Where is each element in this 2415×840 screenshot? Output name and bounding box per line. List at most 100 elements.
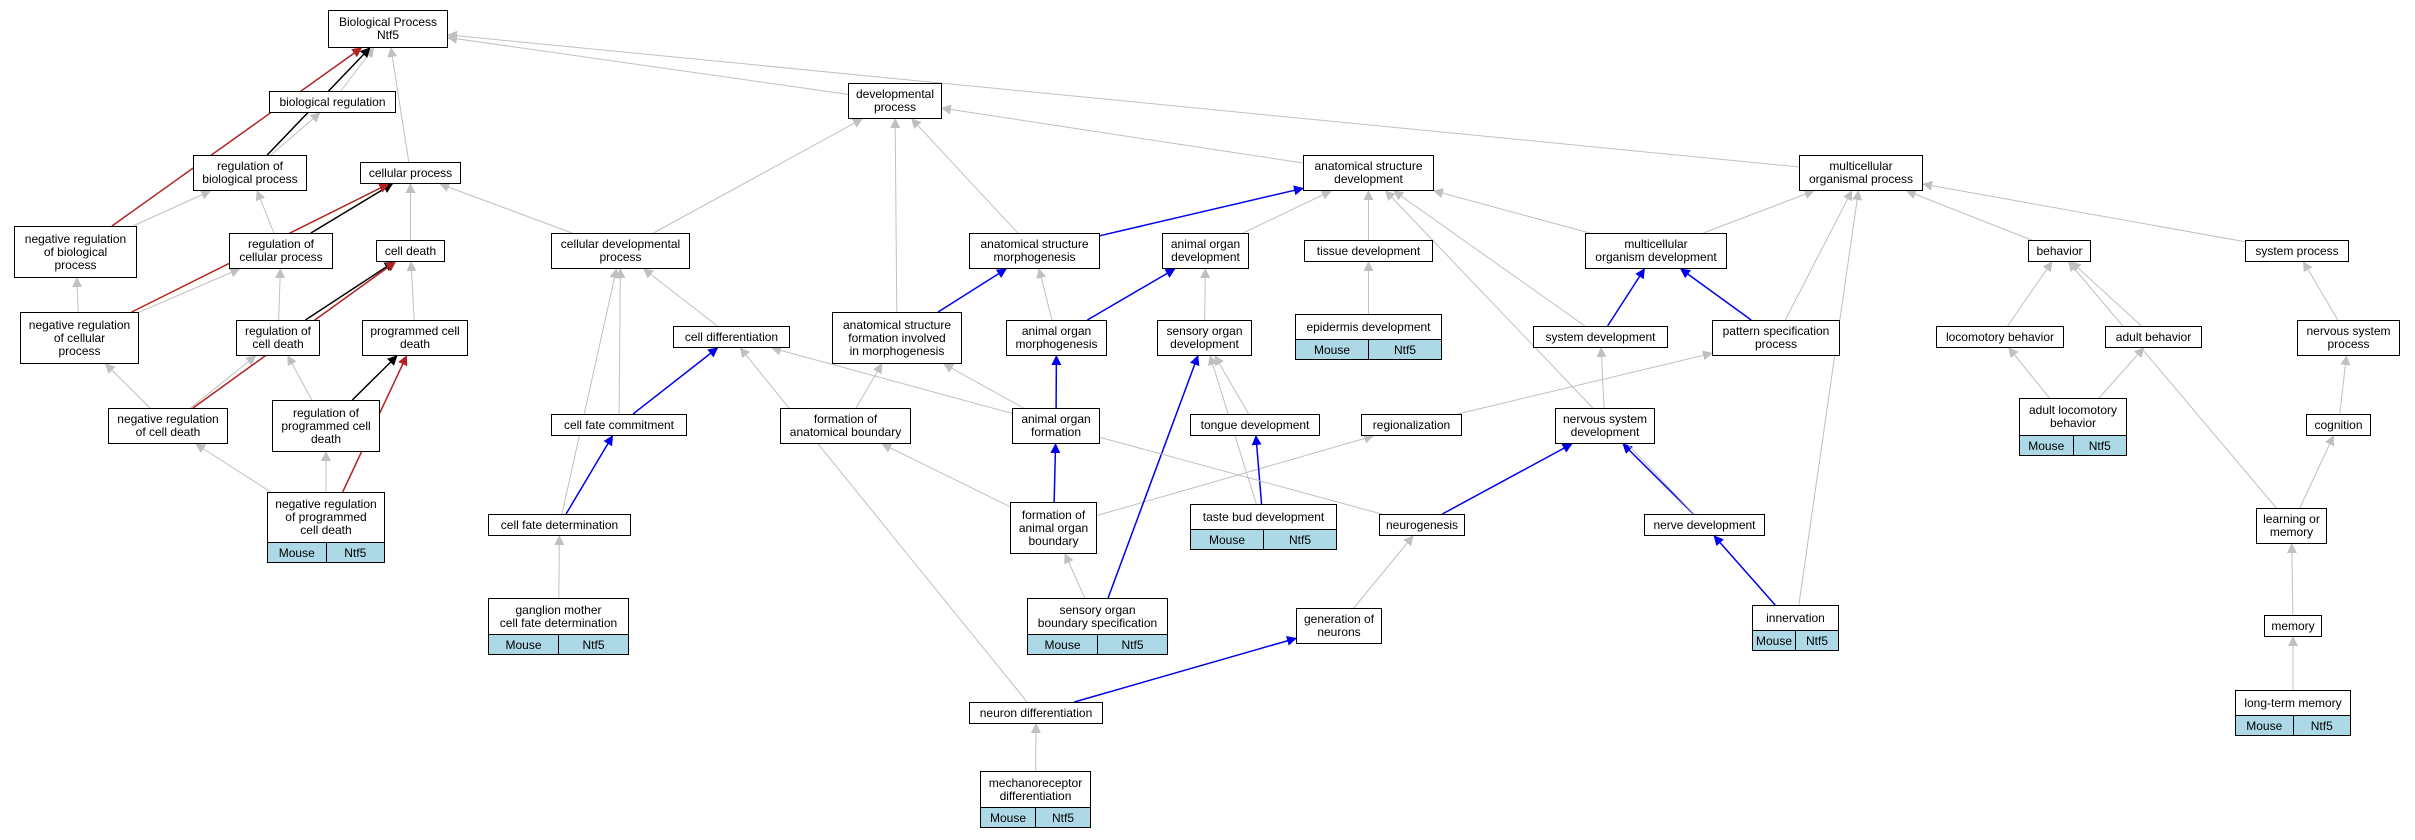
node-biological-regulation[interactable]: biological regulation	[269, 91, 396, 113]
node-regulation-of-cell-death[interactable]: regulation of cell death	[236, 320, 320, 356]
node-adult-behavior[interactable]: adult behavior	[2105, 326, 2202, 348]
edge-regcelldeath-to-regcell	[275, 268, 286, 321]
edge-regpcd-to-regcelldeath	[287, 355, 313, 401]
node-behavior[interactable]: behavior	[2028, 240, 2091, 262]
edge-negregbio-to-root	[111, 47, 363, 227]
edge-sysproc-to-multiproc	[1922, 180, 2246, 243]
edge-nsdev-to-sysdev	[1596, 347, 1607, 409]
edge-ganglion-to-cellfatedet	[554, 535, 565, 599]
node-memory[interactable]: memory	[2264, 615, 2322, 637]
node-learning-or-memory[interactable]: learning or memory	[2256, 508, 2327, 544]
edge-aomorph-to-aodev	[1086, 268, 1176, 321]
edge-negregbio-to-regbio	[132, 190, 212, 227]
node-animal-organ-development[interactable]: animal organ development	[1162, 233, 1249, 269]
edge-locomotory-to-behavior	[2007, 261, 2053, 327]
node-cell-death[interactable]: cell death	[376, 240, 445, 262]
edge-adultloco-to-locomotory	[2008, 347, 2050, 399]
leaf-sensory-organ-boundary-specification[interactable]: sensory organ boundary specification Mou…	[1027, 598, 1168, 655]
node-formation-of-animal-organ-boundary[interactable]: formation of animal organ boundary	[1010, 502, 1097, 554]
node-anatomical-structure-morphogenesis[interactable]: anatomical structure morphogenesis	[969, 233, 1100, 269]
edge-multiorgdev-to-multiproc	[1703, 189, 1815, 234]
node-biological-process[interactable]: Biological Process Ntf5	[328, 10, 448, 48]
edge-regcelldeath-to-celldeath	[305, 261, 395, 321]
node-cognition[interactable]: cognition	[2306, 414, 2371, 436]
node-negative-regulation-of-cell-death[interactable]: negative regulation of cell death	[108, 408, 228, 444]
node-cellular-developmental-process[interactable]: cellular developmental process	[551, 233, 690, 269]
edge-multiorgdev-to-asdev	[1433, 188, 1590, 234]
node-cellular-process[interactable]: cellular process	[360, 162, 461, 184]
leaf-label: sensory organ boundary specification	[1037, 602, 1158, 630]
node-multicellular-organism-development[interactable]: multicellular organism development	[1585, 233, 1727, 269]
species-tag: Mouse	[1313, 342, 1351, 357]
node-sensory-organ-development[interactable]: sensory organ development	[1157, 320, 1252, 356]
node-animal-organ-morphogenesis[interactable]: animal organ morphogenesis	[1006, 320, 1107, 356]
node-regionalization[interactable]: regionalization	[1361, 414, 1462, 436]
edge-celldevproc-to-cellproc	[439, 182, 573, 234]
gene-tag: Ntf5	[2292, 716, 2351, 735]
edge-learnmem-to-behavior	[2068, 261, 2277, 509]
node-formation-of-anatomical-boundary[interactable]: formation of anatomical boundary	[780, 408, 911, 444]
edge-learnmem-to-cognition	[2299, 435, 2335, 509]
edge-asformation-to-asmorph	[937, 268, 1007, 313]
edge-pcd-to-celldeath	[406, 261, 417, 321]
species-tag: Mouse	[278, 545, 315, 560]
node-nervous-system-development[interactable]: nervous system development	[1555, 408, 1655, 444]
node-anatomical-structure-development[interactable]: anatomical structure development	[1303, 155, 1434, 191]
node-system-process[interactable]: system process	[2245, 240, 2349, 262]
node-locomotory-behavior[interactable]: locomotory behavior	[1936, 326, 2064, 348]
node-cell-fate-commitment[interactable]: cell fate commitment	[551, 414, 687, 436]
edge-sobound-to-sodev	[1107, 355, 1200, 599]
node-neurogenesis[interactable]: neurogenesis	[1379, 514, 1465, 536]
node-cell-fate-determination[interactable]: cell fate determination	[488, 514, 631, 536]
node-regulation-of-programmed-cell-death[interactable]: regulation of programmed cell death	[272, 400, 380, 452]
edge-innervation-to-multiproc	[1798, 190, 1863, 606]
node-programmed-cell-death[interactable]: programmed cell death	[362, 320, 468, 356]
edge-negregpcd-to-negregcelldeath	[195, 443, 272, 493]
node-regulation-of-biological-process[interactable]: regulation of biological process	[193, 155, 307, 191]
edge-neurondiff-to-genneurons	[1074, 636, 1297, 703]
leaf-label: long-term memory	[2244, 695, 2342, 710]
node-negative-regulation-of-biological-process[interactable]: negative regulation of biological proces…	[14, 226, 137, 278]
edge-cellfatecommit-to-celldevproc	[615, 268, 626, 415]
node-anatomical-structure-formation[interactable]: anatomical structure formation involved …	[832, 312, 962, 364]
edge-formaob-to-formanatbound	[881, 443, 1011, 508]
leaf-epidermis-development[interactable]: epidermis development Mouse Ntf5	[1295, 314, 1442, 360]
species-tag: Mouse	[2246, 718, 2283, 733]
node-negative-regulation-of-cellular-process[interactable]: negative regulation of cellular process	[20, 312, 139, 364]
edge-cellfatedet-to-celldevproc	[561, 268, 620, 515]
leaf-ganglion-mother-cell-fate-determination[interactable]: ganglion mother cell fate determination …	[488, 598, 629, 655]
edge-asdev-to-devproc	[941, 104, 1304, 164]
leaf-long-term-memory[interactable]: long-term memory Mouse Ntf5	[2235, 690, 2351, 736]
edge-tastebud-to-tonguedev	[1251, 435, 1263, 505]
leaf-label: epidermis development	[1306, 319, 1431, 334]
edge-innervation-to-nervedev	[1713, 535, 1776, 606]
edge-formanatbound-to-asformation	[855, 363, 883, 409]
node-developmental-process[interactable]: developmental process	[848, 83, 942, 119]
gene-tag: Ntf5	[1368, 340, 1441, 359]
species-tag: Mouse	[2028, 438, 2065, 453]
node-cell-differentiation[interactable]: cell differentiation	[673, 326, 790, 348]
node-neuron-differentiation[interactable]: neuron differentiation	[969, 702, 1103, 724]
node-nerve-development[interactable]: nerve development	[1644, 514, 1765, 536]
node-generation-of-neurons[interactable]: generation of neurons	[1296, 608, 1382, 644]
node-tissue-development[interactable]: tissue development	[1304, 240, 1433, 262]
species-tag: Mouse	[1755, 633, 1793, 648]
node-system-development[interactable]: system development	[1533, 326, 1668, 348]
node-pattern-specification-process[interactable]: pattern specification process	[1712, 320, 1840, 356]
node-multicellular-organismal-process[interactable]: multicellular organismal process	[1799, 155, 1923, 191]
edge-regcell-to-cellproc	[310, 183, 394, 234]
node-regulation-of-cellular-process[interactable]: regulation of cellular process	[229, 233, 333, 269]
leaf-negative-regulation-of-programmed-cell-death[interactable]: negative regulation of programmed cell d…	[267, 492, 385, 563]
node-animal-organ-formation[interactable]: animal organ formation	[1012, 408, 1100, 444]
edge-nervedev-to-nsdev	[1622, 443, 1694, 515]
edge-negregcell-to-negregbio	[72, 277, 83, 313]
edge-regcell-to-regbio	[255, 190, 275, 234]
node-tongue-development[interactable]: tongue development	[1190, 414, 1320, 436]
node-nervous-system-process[interactable]: nervous system process	[2297, 320, 2400, 356]
edge-behavior-to-multiproc	[1905, 189, 2032, 241]
edge-bioreg-to-root	[340, 47, 375, 92]
